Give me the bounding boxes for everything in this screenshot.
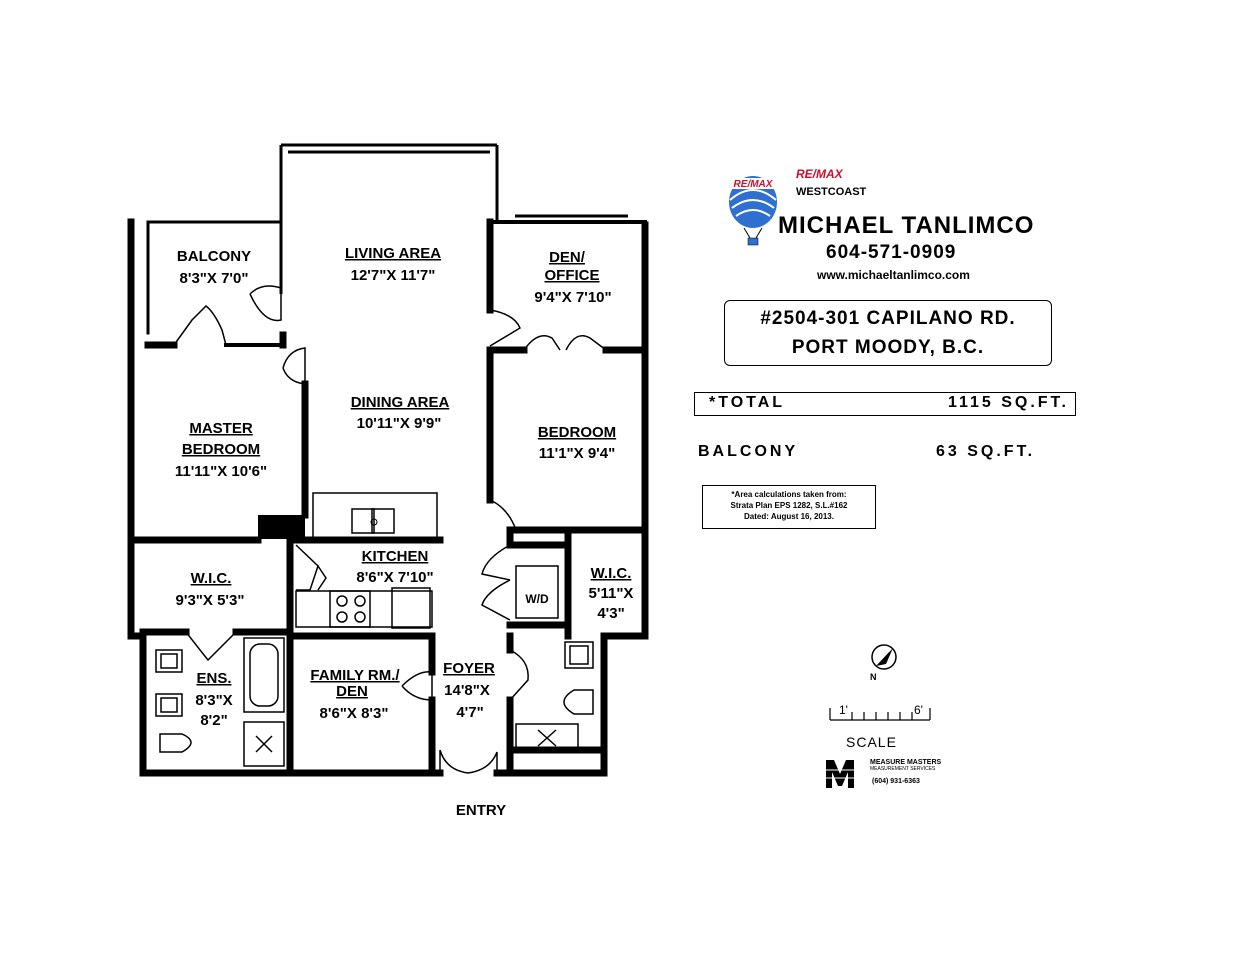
bedroom-dims: 11'1"X 9'4" [539,445,615,462]
foyer-dims-1: 14'8"X [444,682,490,699]
master-bedroom-dims: 11'11"X 10'6" [175,463,267,480]
dining-area-name: DINING AREA [351,394,450,411]
note-line-2: Strata Plan EPS 1282, S.L.#162 [730,501,848,510]
entry-label: ENTRY [456,802,506,819]
address-box: #2504-301 CAPILANO RD. PORT MOODY, B.C. [724,300,1052,366]
agent-phone: 604-571-0909 [826,242,957,263]
foyer-dims-2: 4'7" [456,704,483,721]
living-area-name: LIVING AREA [345,245,441,262]
kitchen-name: KITCHEN [362,548,429,565]
note-line-1: *Area calculations taken from: [731,490,847,499]
den-office-name-1: DEN/ [549,249,586,266]
doors [173,285,607,774]
family-room-name-2: DEN [336,683,368,700]
address-line-1: #2504-301 CAPILANO RD. [760,308,1016,329]
total-area-value: 1115 SQ.FT. [947,394,1069,411]
measure-masters-tagline: MEASUREMENT SERVICES [870,766,936,772]
balcony-dims: 8'3"X 7'0" [180,270,249,287]
bedroom-name: BEDROOM [538,424,616,441]
dining-area-dims: 10'11"X 9'9" [357,415,442,432]
family-room-name-1: FAMILY RM./ [310,667,400,684]
scale-label: SCALE [846,734,897,750]
fixtures [155,492,594,767]
master-bedroom-name-1: MASTER [189,420,253,437]
wic-2-dims-2: 4'3" [597,605,624,622]
remax-office: WESTCOAST [796,186,867,198]
measure-masters-logo [824,760,856,788]
scale-bar: 1' 6' [829,703,931,721]
north-arrow-icon: N [870,644,897,682]
wic-2-name: W.I.C. [591,565,632,582]
total-area-label: *TOTAL [709,394,786,411]
agent-name: MICHAEL TANLIMCO [778,212,1035,239]
kitchen-dims: 8'6"X 7'10" [356,569,433,586]
remax-balloon-logo: RE/MAX [729,176,777,246]
master-bedroom-name-2: BEDROOM [182,441,260,458]
remax-brand: RE/MAX [796,167,843,181]
den-office-name-2: OFFICE [545,267,600,284]
balcony-name: BALCONY [177,248,251,265]
scale-start-label: 1' [839,703,848,717]
ensuite-dims-1: 8'3"X [195,692,232,709]
area-note-box: *Area calculations taken from: Strata Pl… [702,485,876,529]
agent-website: www.michaeltanlimco.com [817,268,970,282]
den-office-dims: 9'4"X 7'10" [534,289,611,306]
balcony-area-value: 63 SQ.FT. [936,443,1036,460]
note-line-3: Dated: August 16, 2013. [744,512,834,521]
measure-masters-phone: (604) 931-6363 [872,778,920,785]
family-room-dims: 8'6"X 8'3" [320,705,389,722]
wic-1-name: W.I.C. [191,570,232,587]
wic-1-dims: 9'3"X 5'3" [176,592,245,609]
wic-2-dims-1: 5'11"X [589,585,634,602]
measure-masters-name: MEASURE MASTERS MEASUREMENT SERVICES [870,759,941,772]
address-line-2: PORT MOODY, B.C. [791,337,985,358]
ensuite-dims-2: 8'2" [200,712,227,729]
north-label: N [870,672,877,682]
foyer-name: FOYER [443,660,495,677]
ensuite-name: ENS. [196,670,231,687]
walls [127,143,649,777]
measure-masters-name-text: MEASURE MASTERS [870,759,942,766]
svg-text:RE/MAX: RE/MAX [734,179,774,190]
scale-end-label: 6' [914,703,923,717]
wd-label: W/D [525,592,549,606]
total-area-box: *TOTAL 1115 SQ.FT. [694,392,1076,416]
living-area-dims: 12'7"X 11'7" [351,267,436,284]
balcony-area-label: BALCONY [698,443,799,460]
